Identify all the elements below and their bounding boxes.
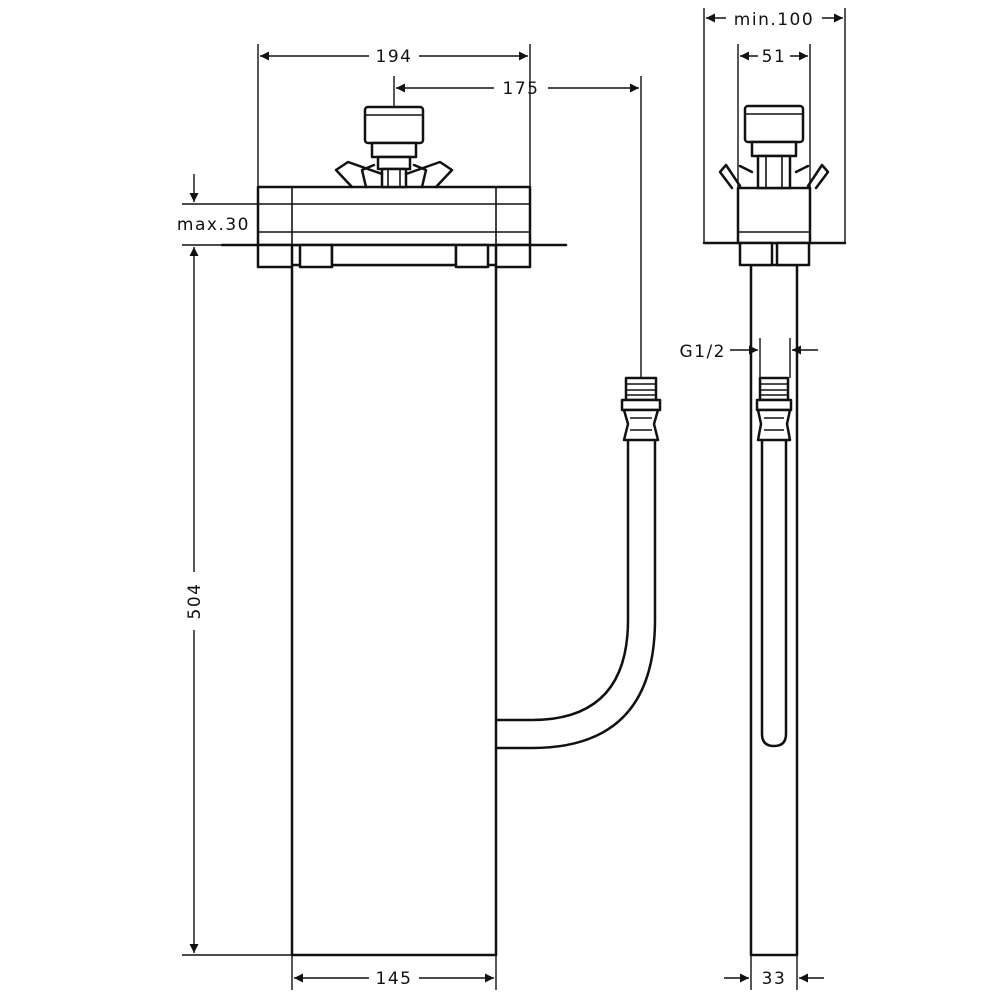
dimension-body-width-label: 145 <box>376 969 413 989</box>
dimension-side-body-width: 33 <box>724 955 824 990</box>
dimension-side-min-width-label: min.100 <box>734 10 814 30</box>
front-hose-fitting <box>620 376 662 442</box>
front-clamp-blocks <box>256 243 532 269</box>
dimension-body-height-label: 504 <box>185 583 205 620</box>
dimension-front-width-total-label: 194 <box>376 47 413 67</box>
side-view <box>702 104 847 957</box>
dimension-body-height: 504 <box>182 247 292 956</box>
dimension-front-offset: 175 <box>393 76 642 378</box>
side-housing <box>736 186 812 245</box>
front-hose <box>494 438 657 750</box>
dimension-side-min-width: min.100 <box>703 8 846 243</box>
side-clamp-blocks <box>738 241 811 267</box>
dimension-max-depth-label: max.30 <box>177 215 250 235</box>
dimension-side-head-width-label: 51 <box>762 47 787 67</box>
side-body <box>749 263 799 957</box>
side-valve-spindle <box>718 104 830 190</box>
side-hose-fitting <box>755 376 793 442</box>
dimension-front-width-total: 194 <box>257 44 531 187</box>
front-view <box>220 105 662 957</box>
dimension-side-body-width-label: 33 <box>762 969 787 989</box>
front-housing <box>256 185 532 247</box>
dimension-thread: G1/2 <box>679 338 818 378</box>
front-valve-spindle <box>334 105 454 189</box>
dimension-thread-label: G1/2 <box>679 342 726 362</box>
dimension-side-head-width: 51 <box>737 44 811 188</box>
dimension-front-offset-label: 175 <box>503 79 540 99</box>
side-hose <box>760 438 788 748</box>
dimension-max-depth: max.30 <box>177 174 258 246</box>
front-body <box>290 263 498 957</box>
dimension-body-width: 145 <box>291 955 497 990</box>
